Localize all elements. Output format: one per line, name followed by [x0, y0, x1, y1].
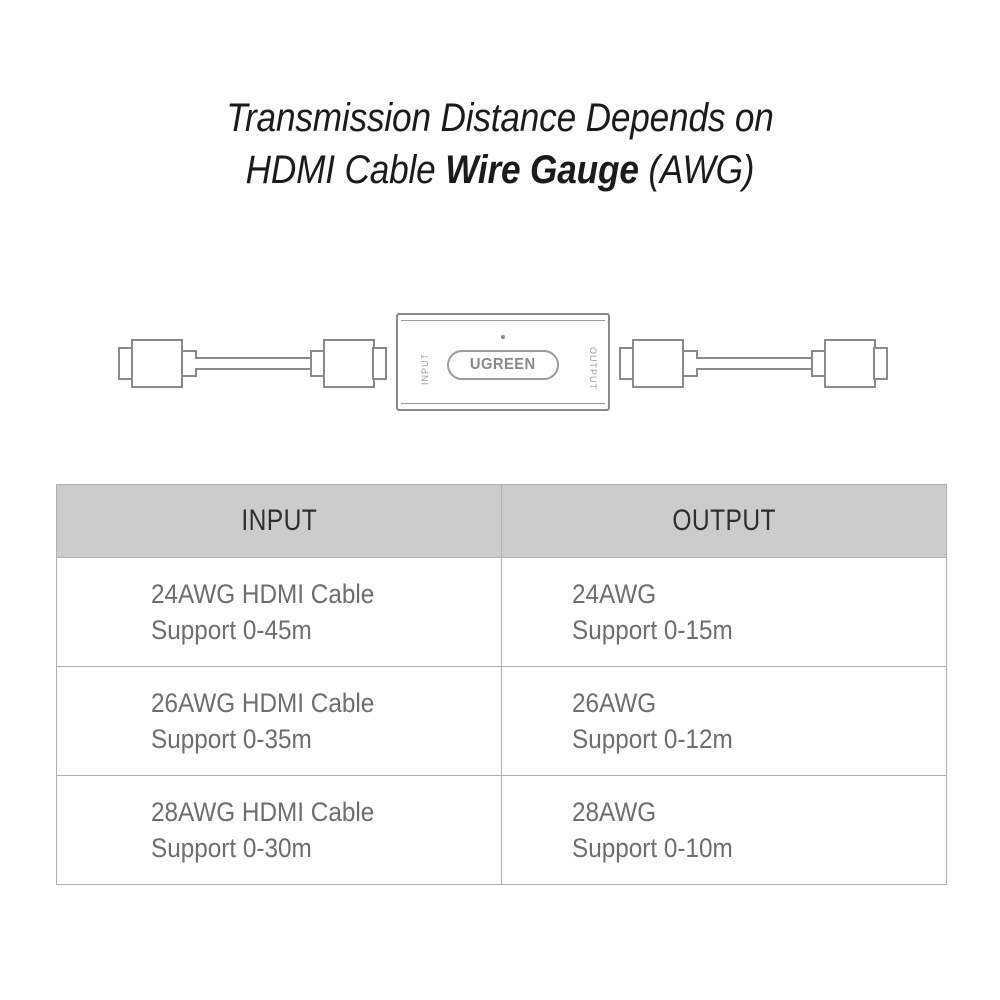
device-brand-pill: UGREEN	[447, 350, 559, 380]
hdmi-cable-right-icon	[600, 300, 1000, 430]
row-1-output-cell: 24AWG Support 0-15m	[501, 557, 947, 667]
table-row: 28AWG HDMI Cable Support 0-30m 28AWG Sup…	[56, 775, 947, 885]
row-2-output-line-1: 26AWG	[572, 688, 657, 718]
row-3-input-line-2: Support 0-30m	[151, 833, 312, 863]
row-3-output-line-1: 28AWG	[572, 797, 657, 827]
row-3-output-line-2: Support 0-10m	[572, 833, 733, 863]
row-3-input-text: 28AWG HDMI Cable Support 0-30m	[57, 794, 501, 866]
page-title-line-2-emphasis: Wire Gauge	[445, 148, 639, 192]
row-2-input-line-2: Support 0-35m	[151, 724, 312, 754]
table-row: 24AWG HDMI Cable Support 0-45m 24AWG Sup…	[56, 557, 947, 667]
page-title-line-2: HDMI Cable Wire Gauge (AWG)	[60, 144, 940, 196]
cable-right-connector-tip-end	[873, 347, 888, 380]
row-3-input-cell: 28AWG HDMI Cable Support 0-30m	[56, 775, 502, 885]
row-1-input-text: 24AWG HDMI Cable Support 0-45m	[57, 576, 501, 648]
device-input-label: INPUT	[420, 353, 430, 385]
row-2-output-cell: 26AWG Support 0-12m	[501, 666, 947, 776]
page-title-line-2-prefix: HDMI Cable	[245, 148, 446, 192]
row-2-output-text: 26AWG Support 0-12m	[502, 685, 946, 757]
device-body-lines	[401, 320, 605, 404]
table-header-output: OUTPUT	[501, 484, 947, 558]
row-2-input-line-1: 26AWG HDMI Cable	[151, 688, 375, 718]
row-3-input-line-1: 28AWG HDMI Cable	[151, 797, 375, 827]
cable-left-connector-tip-end	[372, 347, 387, 380]
hdmi-cable-left-icon	[0, 300, 400, 430]
row-3-output-cell: 28AWG Support 0-10m	[501, 775, 947, 885]
cable-left-connector-body-end	[323, 339, 375, 388]
cable-right-wire	[696, 357, 814, 370]
page-title-line-1: Transmission Distance Depends on	[226, 96, 774, 140]
row-2-output-line-2: Support 0-12m	[572, 724, 733, 754]
table-body: 24AWG HDMI Cable Support 0-45m 24AWG Sup…	[56, 557, 947, 885]
row-3-output-text: 28AWG Support 0-10m	[502, 794, 946, 866]
table-header-output-label: OUTPUT	[672, 504, 776, 537]
page-title: Transmission Distance Depends on HDMI Ca…	[0, 92, 1000, 196]
table-row: 26AWG HDMI Cable Support 0-35m 26AWG Sup…	[56, 666, 947, 776]
table-header: INPUT OUTPUT	[56, 484, 947, 558]
table-header-input: INPUT	[56, 484, 502, 558]
row-1-output-line-2: Support 0-15m	[572, 615, 733, 645]
row-1-input-cell: 24AWG HDMI Cable Support 0-45m	[56, 557, 502, 667]
awg-distance-table: INPUT OUTPUT 24AWG HDMI Cable Support 0-…	[56, 484, 947, 885]
cable-left-connector-body-start	[131, 339, 183, 388]
page-title-line-2-suffix: (AWG)	[638, 148, 755, 192]
table-header-input-label: INPUT	[241, 504, 317, 537]
row-1-output-text: 24AWG Support 0-15m	[502, 576, 946, 648]
row-1-output-line-1: 24AWG	[572, 579, 657, 609]
cable-right-connector-body-end	[824, 339, 876, 388]
led-indicator-icon	[501, 335, 505, 339]
ugreen-logo: UGREEN	[470, 356, 536, 373]
table-header-row: INPUT OUTPUT	[56, 484, 947, 558]
hdmi-extender-device: INPUT UGREEN OUTPUT	[396, 313, 610, 411]
row-2-input-text: 26AWG HDMI Cable Support 0-35m	[57, 685, 501, 757]
cable-right-connector-body-start	[632, 339, 684, 388]
row-1-input-line-1: 24AWG HDMI Cable	[151, 579, 375, 609]
device-output-label: OUTPUT	[588, 347, 598, 390]
row-2-input-cell: 26AWG HDMI Cable Support 0-35m	[56, 666, 502, 776]
connection-diagram: INPUT UGREEN OUTPUT	[0, 300, 1000, 430]
cable-left-wire	[195, 357, 313, 370]
row-1-input-line-2: Support 0-45m	[151, 615, 312, 645]
